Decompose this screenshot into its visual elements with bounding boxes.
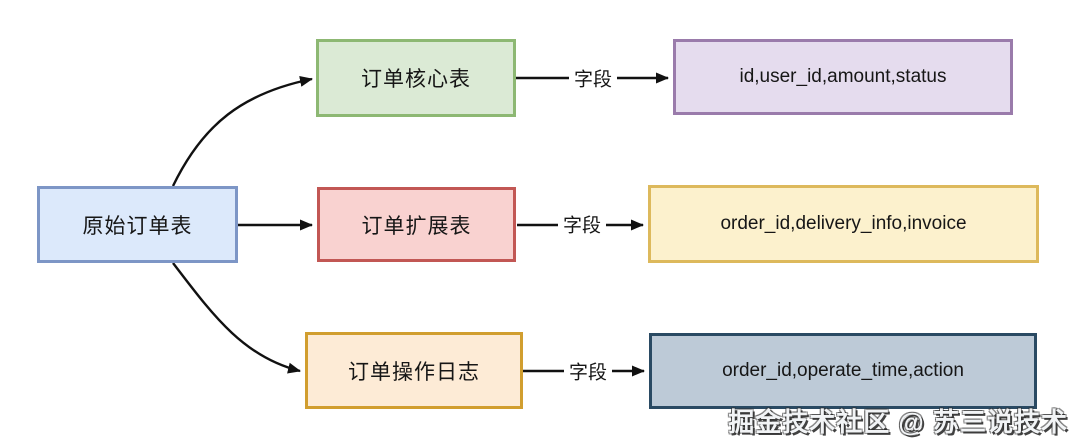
watermark-text: 掘金技术社区 @ 苏三说技术 <box>728 407 1068 437</box>
edge-label-fields-ext: 字段 <box>557 210 607 238</box>
edge-label-fields-core: 字段 <box>568 64 618 92</box>
edge-source-to-log <box>172 262 301 374</box>
edge-source-to-core <box>171 76 313 187</box>
node-original-order-table: 原始订单表 <box>37 186 238 263</box>
node-order-extension-table: 订单扩展表 <box>317 187 516 262</box>
node-order-extension-fields: order_id,delivery_info,invoice <box>648 185 1039 263</box>
node-order-operation-log-fields: order_id,operate_time,action <box>649 333 1037 409</box>
node-order-core-fields: id,user_id,amount,status <box>673 39 1013 115</box>
edge-label-fields-log: 字段 <box>563 357 613 385</box>
node-order-operation-log: 订单操作日志 <box>305 332 523 409</box>
node-order-core-table: 订单核心表 <box>316 39 516 117</box>
